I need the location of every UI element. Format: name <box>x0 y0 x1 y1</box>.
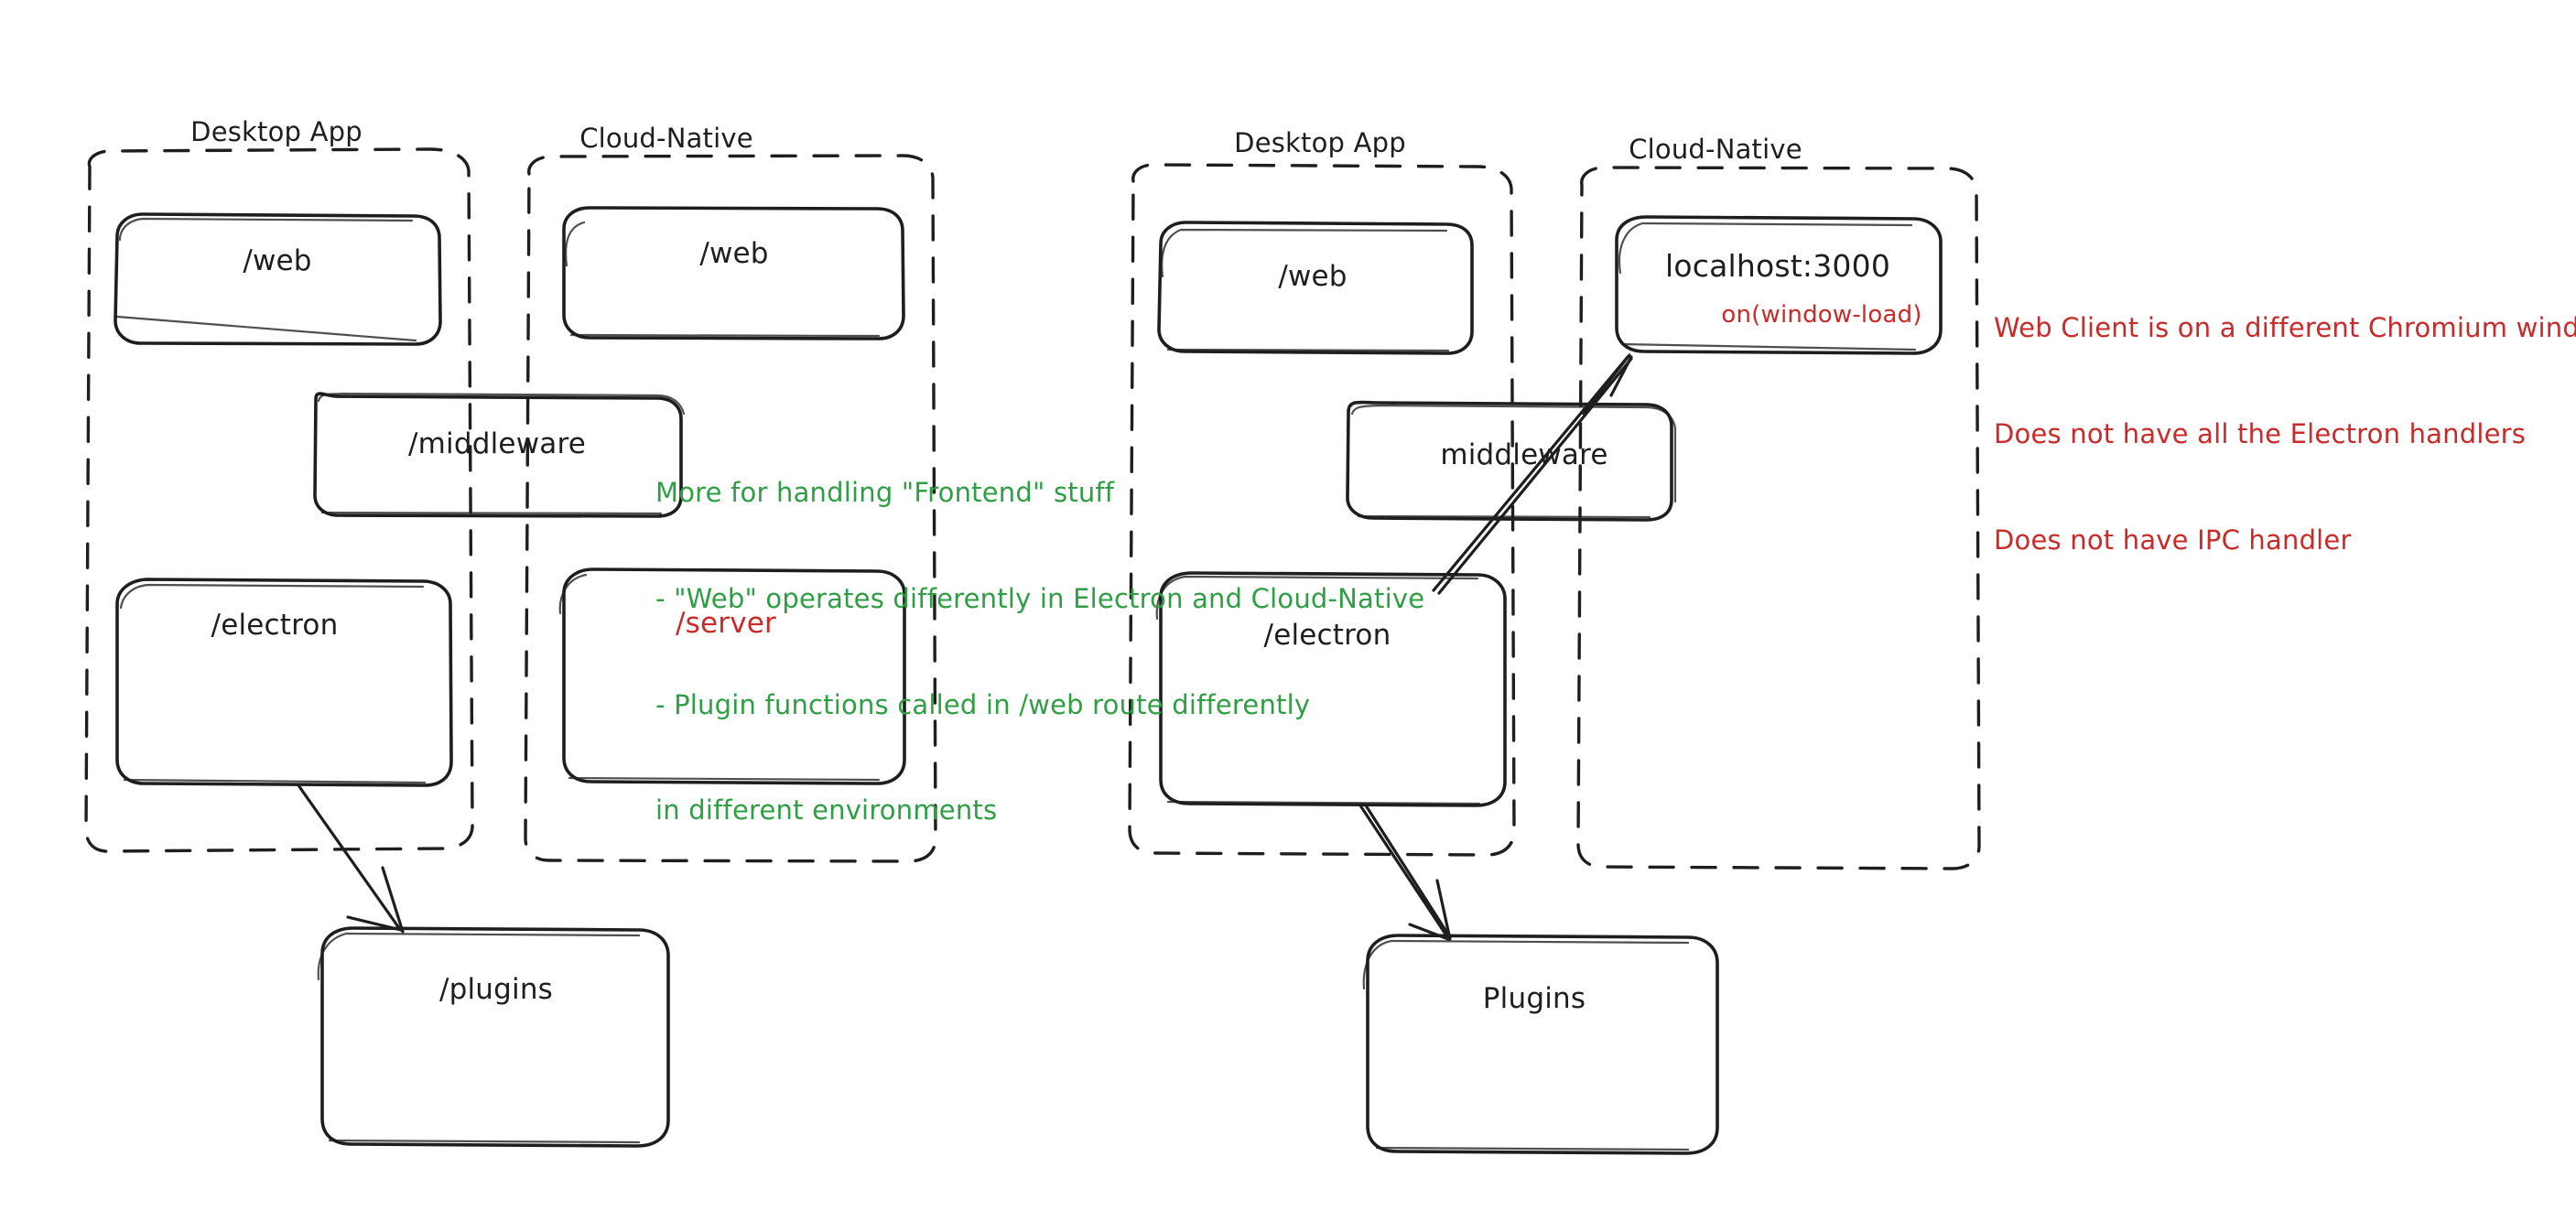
annotation-green-line-2: - "Web" operates differently in Electron… <box>655 582 1425 614</box>
group-outline-cloud-native-left <box>524 154 937 863</box>
arrow-right-electron-to-localhost <box>1432 353 1633 595</box>
annotation-green-line-3: - Plugin functions called in /web route … <box>655 688 1311 720</box>
group-title-desktop-app-left: Desktop App <box>190 116 363 147</box>
box-label-right-plugins: Plugins <box>1482 982 1586 1015</box>
box-outline-left-desktop-web <box>114 212 442 346</box>
box-label-right-middleware: middleware <box>1440 438 1608 471</box>
box-outline-right-electron <box>1155 571 1507 807</box>
group-outline-cloud-native-right <box>1576 166 1981 870</box>
box-outline-left-cloud-web <box>562 206 905 340</box>
group-title-cloud-native-right: Cloud-Native <box>1629 134 1802 165</box>
annotation-red-line-2: Does not have all the Electron handlers <box>1994 417 2527 449</box>
group-outline-desktop-app-left <box>84 147 474 853</box>
group-title-desktop-app-right: Desktop App <box>1234 127 1406 158</box>
annotation-red: Web Client is on a different Chromium wi… <box>1994 240 2576 628</box>
box-label-left-plugins: /plugins <box>438 973 554 1006</box>
annotation-red-line-1: Web Client is on a different Chromium wi… <box>1994 312 2576 344</box>
group-outline-desktop-app-right <box>1128 163 1516 857</box>
box-label-right-electron: /electron <box>1263 619 1391 652</box>
box-outline-left-electron <box>115 578 453 787</box>
annotation-green-line-4: in different environments <box>655 794 998 827</box>
box-outline-left-middleware <box>313 392 686 518</box>
box-outline-left-plugins <box>317 926 670 1148</box>
box-label-right-desktop-web: /web <box>1278 260 1348 293</box>
arrow-left-electron-to-plugins <box>297 784 405 934</box>
arrow-right-electron-to-plugins <box>1358 804 1452 941</box>
box-sublabel-right-localhost: on(window-load) <box>1721 301 1922 329</box>
box-outline-right-middleware <box>1346 400 1677 522</box>
box-outline-right-plugins <box>1362 934 1719 1155</box>
group-title-cloud-native-left: Cloud-Native <box>579 123 753 154</box>
annotation-green: More for handling "Frontend" stuff - "We… <box>655 405 1424 899</box>
box-label-right-localhost: localhost:3000 <box>1664 248 1891 284</box>
box-label-left-desktop-web: /web <box>243 244 312 277</box>
box-outline-right-localhost <box>1615 215 1943 355</box>
box-label-left-server: /server <box>676 607 776 640</box>
box-label-left-middleware: /middleware <box>408 427 586 460</box>
box-outline-left-server <box>558 567 906 785</box>
box-outline-right-desktop-web <box>1157 221 1474 355</box>
box-label-left-electron: /electron <box>211 609 339 642</box>
box-label-left-cloud-web: /web <box>699 237 769 270</box>
annotation-red-line-3: Does not have IPC handler <box>1994 524 2352 556</box>
annotation-green-line-1: More for handling "Frontend" stuff <box>655 477 1115 509</box>
